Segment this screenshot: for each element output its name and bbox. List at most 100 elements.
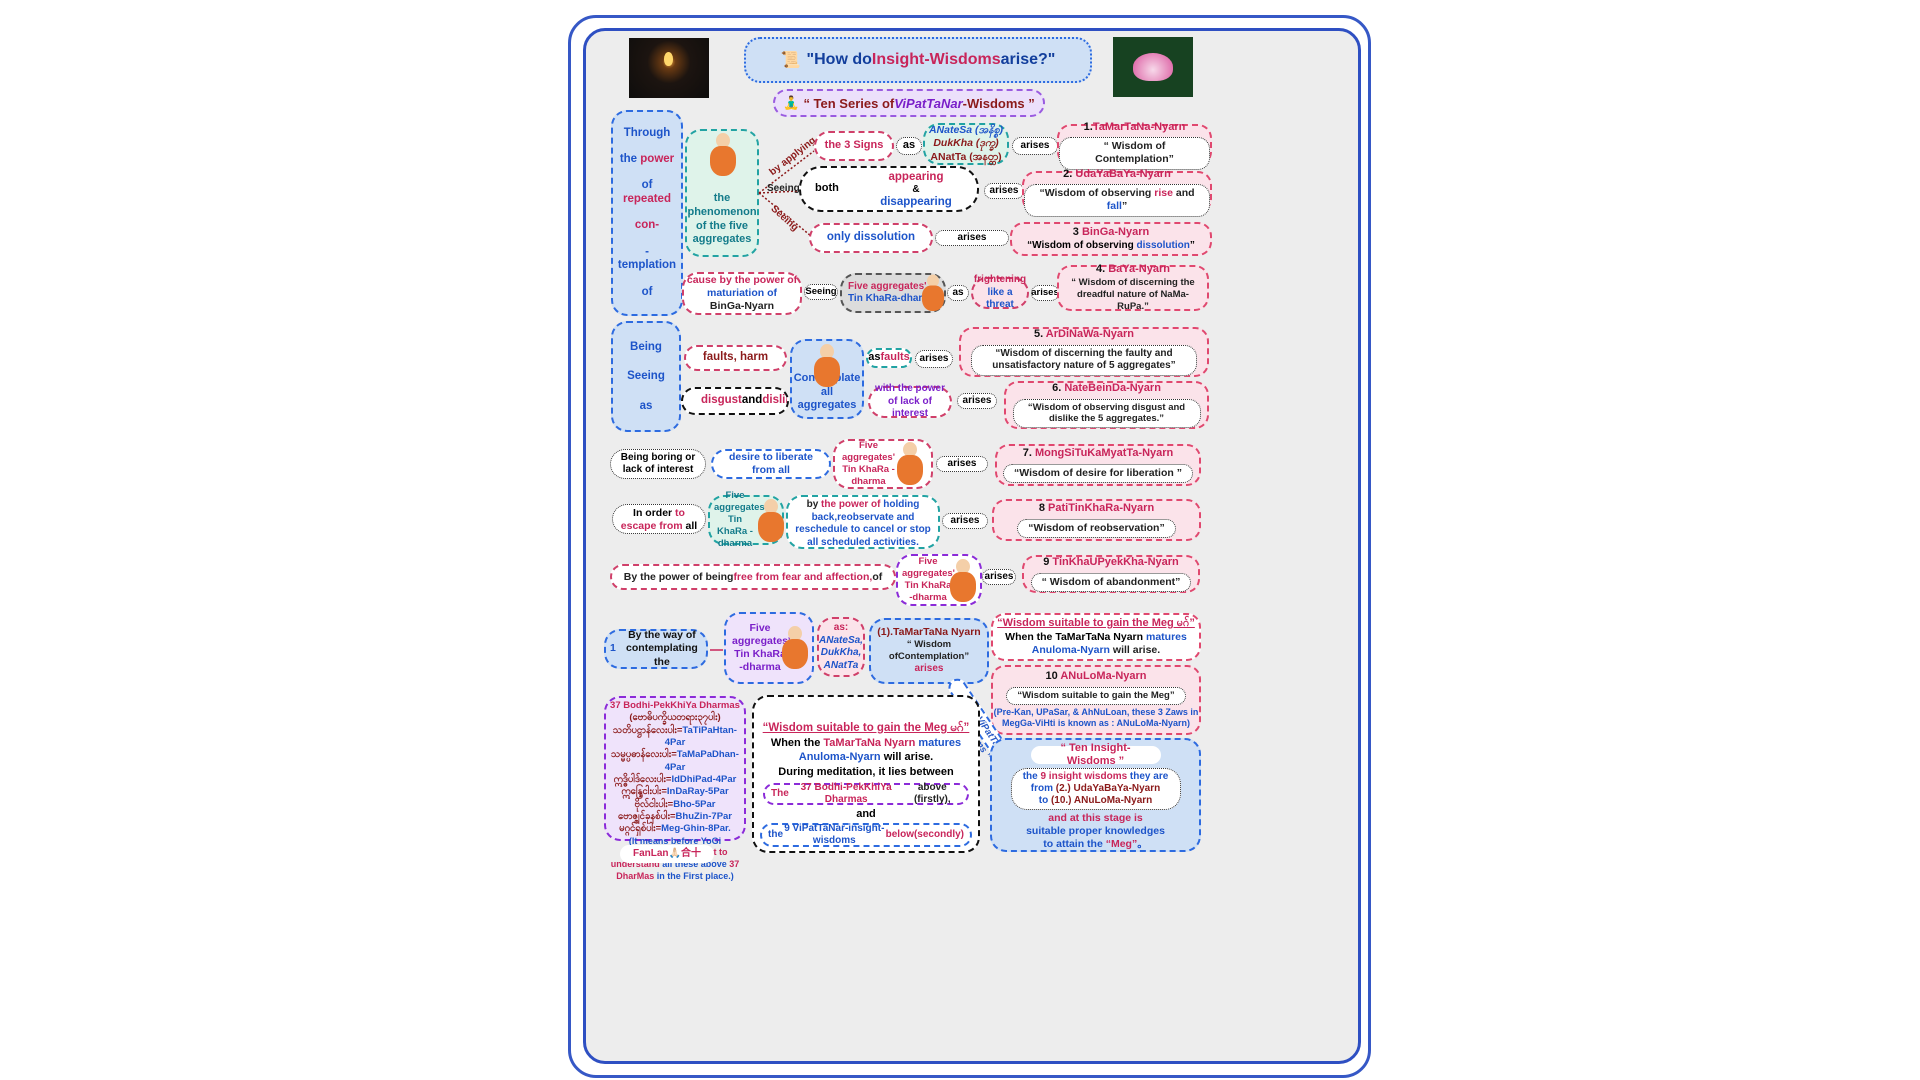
- disgust-dislike: disgust and dislike: [681, 387, 789, 415]
- power-line: -templation: [617, 245, 677, 272]
- buddha-icon: [756, 499, 786, 545]
- power-box: Through the power of repeated con- -temp…: [611, 110, 683, 316]
- wisdom-1-desc: “ Wisdom of Contemplation”: [1059, 137, 1210, 170]
- arises-pill: arises: [982, 569, 1016, 585]
- dissolution-pill: only dissolution: [809, 223, 933, 253]
- wisdom-10-note: (Pre-Kan, UPaSar, & AhNuLoan, these 3 Za…: [993, 707, 1199, 729]
- power-line: of repeated: [623, 179, 671, 205]
- subtitle-post: -Wisdoms ”: [962, 95, 1035, 111]
- wisdom-10-desc: “Wisdom suitable to gain the Meg”: [1006, 687, 1186, 706]
- candle-flame-icon: [664, 52, 673, 66]
- power-line: Through: [623, 126, 671, 139]
- wisdom-2: 2. UdaYaBaYa-Nyarn “Wisdom of observing …: [1022, 168, 1212, 217]
- bodhi-row: ဗောဇ္ဈင်ခုနစ်ပါး=BhuZin-7Par: [617, 811, 733, 823]
- seeing-pill: Seeing: [804, 284, 838, 300]
- arises-pill: arises: [935, 230, 1009, 246]
- ten-insight-box: “ Ten Insight-Wisdoms ” the 9 insight wi…: [990, 738, 1201, 852]
- bodhi-row: သမ္မပ္ပဓာန်လေးပါး=TaMaPaDhan-4Par: [611, 749, 739, 773]
- desire-pill: desire to liberate from all: [711, 449, 831, 479]
- lotus-image: [1113, 37, 1193, 97]
- wisdom-5-desc: “Wisdom of discerning the faulty and uns…: [971, 344, 1197, 376]
- wisdom-9: 9 TinKhaUPyekKha-Nyarn “ Wisdom of aband…: [1022, 555, 1200, 593]
- wisdom-1: 1.TaMarTaNa-Nyarn “ Wisdom of Contemplat…: [1057, 121, 1212, 170]
- wisdom-10: 10 ANuLoMa-Nyarn “Wisdom suitable to gai…: [991, 665, 1201, 735]
- frightening-box: frightening like a threat: [971, 274, 1029, 310]
- candle-image: [629, 38, 709, 98]
- mark-anatta: ANatTa (အနတ္တ): [930, 150, 1002, 163]
- scroll-icon: 📜: [780, 52, 801, 69]
- escape-pill: In order to escape from all: [612, 504, 706, 534]
- subtitle: 🧘‍♂️ “ Ten Series of ViPatTaNar-Wisdoms …: [773, 89, 1045, 117]
- five-tin-line-2: Tin KhaRa-dharma: [848, 293, 937, 304]
- bodhi-title: 37 Bodhi-PekKhiYa Dharmas: [610, 700, 740, 711]
- as-list-box: as: ANateSa,DukKha,ANatTa: [817, 617, 865, 677]
- page-title: 📜 "How do Insight-Wisdoms arise?": [744, 37, 1092, 83]
- free-pill: By the power of being free from fear and…: [610, 564, 896, 590]
- as-pill: as: [896, 137, 922, 155]
- both-text: both: [815, 182, 839, 195]
- buddha-icon: [948, 559, 978, 605]
- faults-harm: faults, harm: [684, 345, 787, 371]
- frightening-line-1: frightening: [973, 274, 1027, 286]
- arises-pill: arises: [984, 183, 1024, 199]
- cause-line-2: maturiation of: [707, 286, 777, 299]
- appearing-text: appearing: [888, 171, 944, 183]
- boring-pill: Being boring or lack of interest: [610, 449, 706, 479]
- arises-pill: arises: [1031, 285, 1059, 301]
- wisdom-6-desc: “Wisdom of observing disgust and dislike…: [1012, 398, 1201, 429]
- bodhi-row: သတိပဋ္ဌာန်လေးပါး=TaTiPaHtan-4Par: [613, 724, 737, 749]
- five-dharma-box-10: Five aggregates' Tin KhaRa -dharma: [724, 612, 814, 684]
- five-tin-line-1: Five aggregates': [848, 280, 927, 292]
- mark-dukkha: DukKha (ဒုက္ခ): [933, 137, 999, 150]
- meditator-icon: 🧘‍♂️: [783, 95, 800, 110]
- wisdom-8: 8 PatiTinKhaRa-Nyarn “Wisdom of reobserv…: [992, 499, 1201, 541]
- wisdom-4-desc: “ Wisdom of discerning the dreadful natu…: [1071, 277, 1195, 312]
- lotus-flower-icon: [1133, 53, 1173, 81]
- as-faults-pill: as faults: [866, 348, 912, 368]
- bodhi-row: ဗိုလ်ငါးပါး=Bho-5Par: [634, 798, 716, 810]
- arises-pill: arises: [936, 456, 988, 472]
- three-signs: the 3 Signs: [814, 131, 894, 161]
- holding-box: by the power of holding back,reobservate…: [786, 495, 940, 549]
- bodhi-box: 37 Bodhi-PekKhiYa Dharmas (ဗောဓိပက္ခိယတရ…: [604, 696, 746, 881]
- title-post: arise?": [1000, 51, 1056, 68]
- power-line: of: [641, 285, 653, 298]
- three-marks-box: ANateSa (အနိစ္စ) DukKha (ဒုက္ခ) ANatTa (…: [923, 123, 1009, 165]
- title-pre: "How do: [806, 51, 872, 68]
- wisdom-3-desc: “Wisdom of observing dissolution”: [1027, 239, 1195, 251]
- center-box: “Wisdom suitable to gain the Meg မဂ်” Wh…: [752, 695, 980, 853]
- fanlan-badge: FanLan🙏🏻合十: [620, 845, 714, 863]
- appearing-group: appearing & disappearing: [866, 171, 966, 209]
- amp-text: &: [912, 184, 920, 196]
- poster-body: 📜 "How do Insight-Wisdoms arise?" 🧘‍♂️ “…: [583, 28, 1361, 1064]
- wisdom-2-desc: “Wisdom of observing rise and fall”: [1024, 184, 1210, 217]
- arises-pill: arises: [957, 393, 997, 409]
- wisdom-4: 4. BaYa-Nyarn “ Wisdom of discerning the…: [1057, 263, 1209, 312]
- center-pill-2: the 9 ViPatTaNar-insight-wisdoms below(s…: [760, 823, 972, 848]
- wisdom-6: 6. NateBeinDa-Nyarn “Wisdom of observing…: [1004, 381, 1209, 429]
- wisdom-7-desc: “Wisdom of desire for liberation ”: [1003, 463, 1193, 483]
- cause-box: cause by the power of maturiation of Bin…: [682, 272, 802, 315]
- as-pill: as: [947, 285, 969, 301]
- wisdom-3: 3 BinGa-Nyarn “Wisdom of observing disso…: [1010, 222, 1212, 256]
- subtitle-pre: “ Ten Series of: [803, 95, 895, 111]
- subtitle-highlight: ViPatTaNar: [894, 95, 963, 111]
- buddha-icon: [780, 626, 810, 672]
- tama-box: (1).TaMarTaNa Nyarn “ Wisdom ofContempla…: [869, 618, 989, 684]
- buddha-icon: [812, 344, 842, 390]
- arises-pill: arises: [942, 513, 988, 529]
- bodhi-row: ဣန္ဒြေငါးပါး=InDaRay-5Par: [621, 786, 729, 798]
- buddha-icon: [708, 133, 738, 179]
- disappearing-text: disappearing: [880, 195, 952, 208]
- meg-box-right: “Wisdom suitable to gain the Meg မဂ်” Wh…: [991, 613, 1201, 661]
- bodhi-row: ဣဒ္ဓိပါဒ်လေးပါး=IdDhiPad-4Par: [613, 774, 737, 786]
- mark-anatesa: ANateSa (အနိစ္စ): [928, 124, 1004, 137]
- wisdom-8-desc: “Wisdom of reobservation”: [1017, 518, 1176, 538]
- phenomenon-text: the phenomenon of the five aggregates: [687, 192, 757, 246]
- buddha-icon: [895, 442, 925, 488]
- arises-pill: arises: [915, 350, 953, 368]
- title-highlight: Insight-Wisdoms: [871, 51, 1001, 68]
- power-line: the power: [619, 152, 675, 165]
